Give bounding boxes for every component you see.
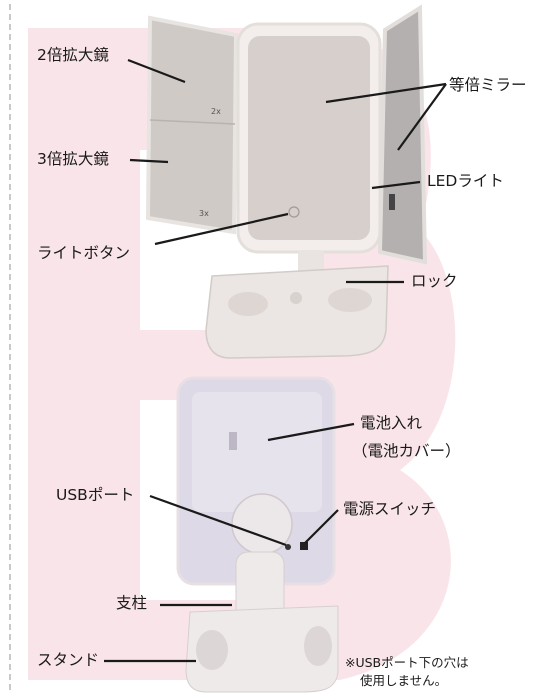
label-led-light: LEDライト — [427, 172, 504, 190]
label-stand: スタンド — [37, 651, 100, 669]
usb-port-icon — [285, 544, 291, 550]
leader-mag3x — [129, 158, 169, 164]
footnote-line1: ※USBポート下の穴は — [345, 655, 469, 670]
stand-base — [185, 605, 339, 693]
label-mirror1x: 等倍ミラー — [449, 76, 527, 94]
leader-light-button — [154, 212, 289, 246]
label-light-button: ライトボタン — [37, 244, 131, 262]
leader-usb — [149, 494, 287, 547]
side-switch — [389, 194, 395, 210]
label-battery-line2: （電池カバー） — [352, 442, 461, 460]
battery-latch — [229, 432, 237, 450]
light-button-icon — [288, 206, 300, 218]
label-mag2x: 2倍拡大鏡 — [37, 46, 109, 64]
leader-mirror1x-b — [397, 83, 447, 151]
label-lock: ロック — [411, 272, 458, 290]
label-power-switch: 電源スイッチ — [343, 500, 437, 518]
left-wing-mirror — [145, 15, 239, 235]
footnote-line2: 使用しません。 — [360, 673, 448, 688]
right-wing-mirror — [377, 4, 428, 265]
power-switch-icon — [300, 542, 308, 550]
mark-3x: 3x — [199, 209, 209, 218]
leader-mag2x — [127, 58, 186, 84]
label-mag3x: 3倍拡大鏡 — [37, 150, 109, 168]
label-pillar: 支柱 — [116, 594, 148, 612]
label-battery-line1: 電池入れ — [360, 414, 423, 432]
dashed-border — [9, 4, 11, 690]
leader-led — [371, 180, 421, 190]
leader-mirror1x-a — [325, 82, 447, 104]
main-mirror-glass — [248, 36, 370, 240]
leader-battery — [267, 422, 355, 442]
battery-cover — [192, 392, 322, 512]
label-usb-port: USBポート — [56, 486, 135, 504]
mark-2x: 2x — [211, 107, 221, 116]
leader-power — [304, 509, 339, 544]
